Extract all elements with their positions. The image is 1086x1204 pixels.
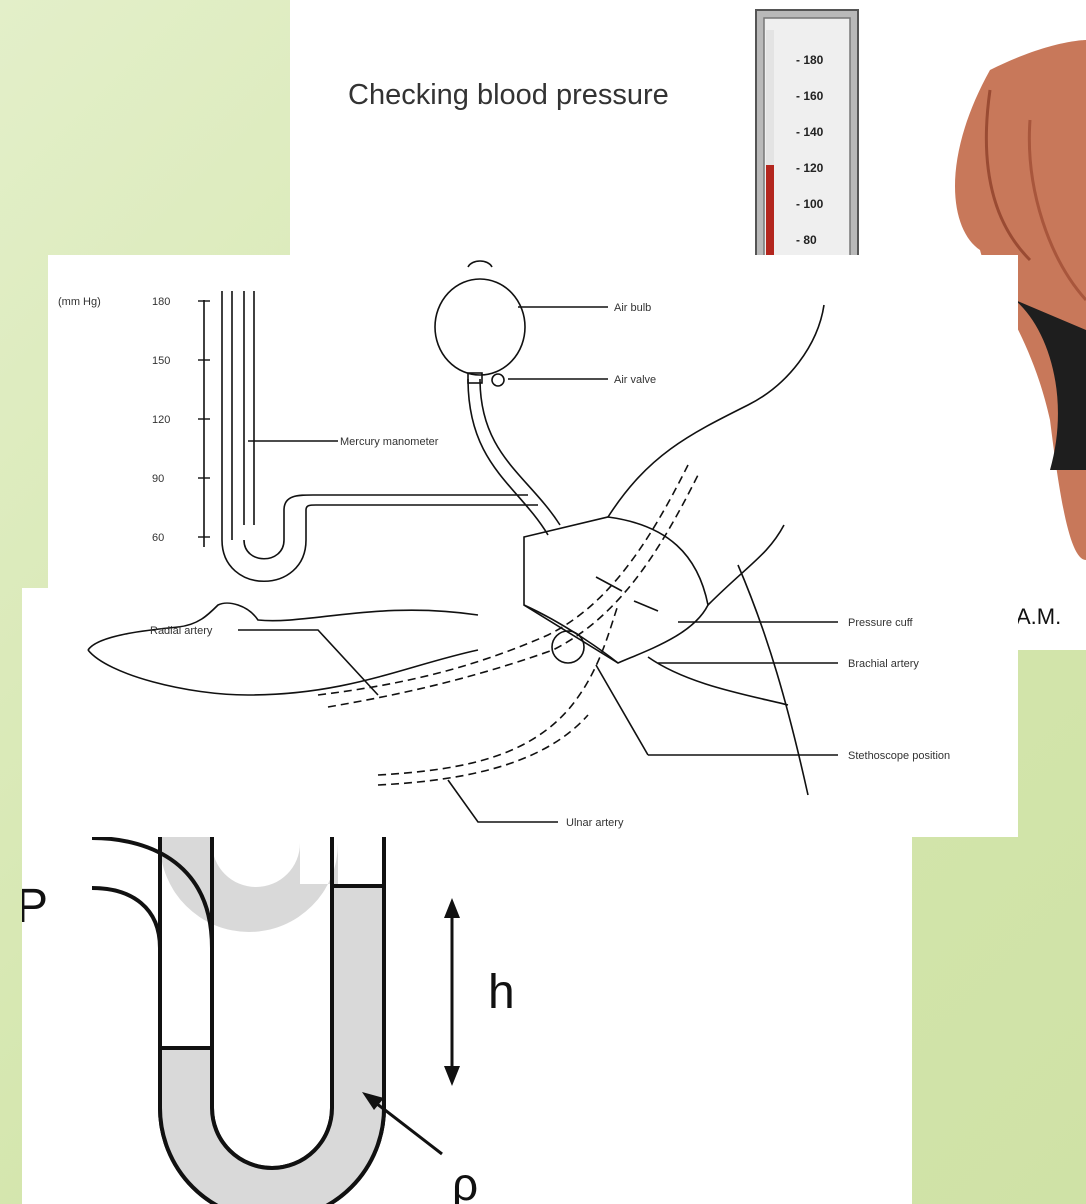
scale-unit-label: (mm Hg) <box>58 296 101 308</box>
photo-caption-fragment: A.M. <box>1016 604 1061 629</box>
gauge-tick-label: - 80 <box>796 233 817 247</box>
stethoscope-position-label: Stethoscope position <box>848 750 950 762</box>
gauge-tick-label: - 140 <box>796 125 824 139</box>
pressure-cuff-label: Pressure cuff <box>848 617 914 629</box>
sphygmomanometer-diagram: 180 150 120 90 60 (mm Hg) Air bulb Air valve… <box>48 255 1018 837</box>
scale-tick-label: 150 <box>152 355 170 367</box>
radial-artery-label: Radial artery <box>150 625 213 637</box>
ulnar-artery-label: Ulnar artery <box>566 817 624 829</box>
scale-tick-label: 120 <box>152 414 170 426</box>
gauge-tick-label: - 120 <box>796 161 824 175</box>
gauge-tick-label: - 100 <box>796 197 824 211</box>
sphygmomanometer-panel: 180 150 120 90 60 (mm Hg) Air bulb Air valve… <box>48 255 1018 837</box>
photo-title: Checking blood pressure <box>348 79 669 111</box>
gauge-tick-label: - 180 <box>796 53 824 67</box>
scale-tick-label: 60 <box>152 532 164 544</box>
gauge-tick-label: - 160 <box>796 89 824 103</box>
brachial-artery-label: Brachial artery <box>848 658 919 670</box>
mercury-column <box>766 165 774 268</box>
density-label: ρ <box>452 1158 478 1204</box>
height-arrow <box>444 898 460 1086</box>
scale-tick-label: 180 <box>152 296 170 308</box>
scale-tick-label: 90 <box>152 473 164 485</box>
mercury-manometer-label: Mercury manometer <box>340 436 439 448</box>
height-label: h <box>488 966 515 1019</box>
mercury-gauge: - 180 - 160 - 140 - 120 - 100 - 80 <box>756 10 858 270</box>
pressure-label: P <box>22 880 48 933</box>
air-bulb-label: Air bulb <box>614 302 651 314</box>
air-valve-label: Air valve <box>614 374 656 386</box>
manometer-fluid <box>160 886 384 1204</box>
